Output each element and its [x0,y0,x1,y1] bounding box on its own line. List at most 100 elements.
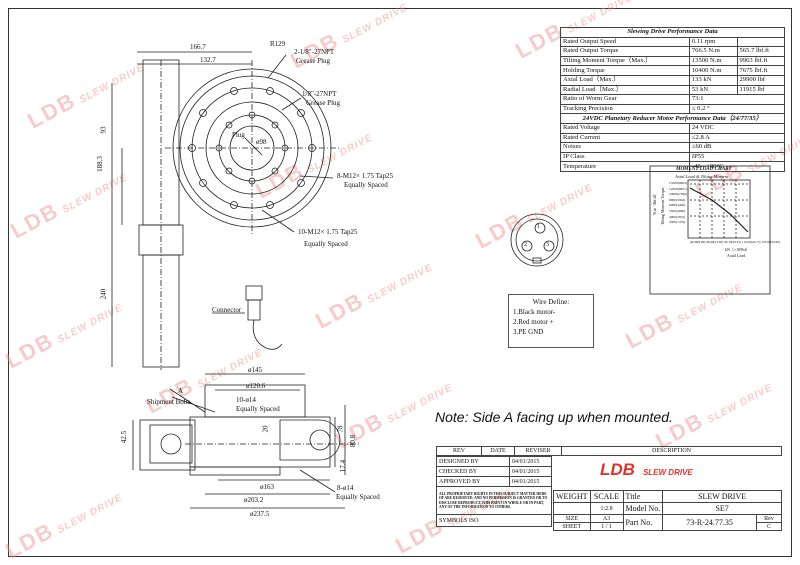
motor-value: 24 VDC [688,122,786,134]
motor-label: Rated Current [560,132,690,144]
x-tick: 66.48(14.95) [706,240,724,244]
y-tick: 13500(9963) [669,181,688,185]
perf-label: Ratio of Worm Gear [560,94,690,105]
perf-value: 766.5 N.m [688,46,738,57]
dim-20: 20 [261,425,270,433]
dim-42-5: 42.5 [120,430,129,444]
perf-value-imperial: 7675 lbf.ft [736,65,786,76]
perf-label: Rated Output Speed [560,36,690,48]
perf-value-imperial: 29900 lbf [736,74,786,86]
dim-93: 93 [99,126,108,134]
perf-title: Slewing Drive Performance Data [560,27,785,38]
label-connector: Connector [212,306,242,314]
label-holes-side1: 10-ø14 [236,396,256,404]
perf-value: 0.11 rpm [688,36,738,48]
dim-80-8: 80.8 [349,434,358,448]
chart-y-sub: Tilting Moment Torque [660,187,665,225]
sheet-value: 1 / 1 [589,522,624,531]
label-holes-8: 8-M12× 1.75 Tap25 [337,172,394,180]
perf-value-imperial: 9963 lbf.ft [736,55,786,67]
size-label: SIZE [553,514,591,523]
dim-166-7: 166.7 [190,43,206,51]
company-logo-tagline: SLEW DRIVE [642,468,693,477]
label-holes-10b: Equally Spaced [304,240,348,248]
title-label: Title [622,490,664,503]
label-holes-8b: Equally Spaced [344,181,388,189]
y-tick: 6000(4428) [669,203,686,208]
date-header: DATE [481,446,515,456]
label-dia98: ø98 [256,138,267,146]
approved-by: APPROVED BY [436,476,510,487]
y-tick: 2000(1476) [669,220,686,225]
designed-by: DESIGNED BY [436,456,510,467]
label-shipment-bolts: Shipment Bolts [147,398,191,406]
label-holes-10: 10-M12× 1.75 Tap25 [298,228,358,236]
size-value: A3 [589,514,624,523]
label-grease-plug-2: 1/8"-27NPT [302,90,337,98]
wire-line: 1.Black motor- [513,308,556,316]
wire-define-box: Wire Define: 1.Black motor- 2.Red motor … [508,294,594,348]
perf-value: 133 kN [688,74,738,86]
y-tick: 10000(7380) [669,192,688,197]
perf-value: 53 kN [688,84,738,96]
label-holes-side1b: Equally Spaced [236,405,280,413]
y-tick: 5500(4060) [669,208,686,213]
dim-240: 240 [99,288,108,300]
label-holes-side2b: Equally Spaced [336,493,380,501]
y-tick: 8000(5904) [669,197,686,202]
drawing-sheet [8,8,792,557]
motor-value: ≤60 dB [688,142,786,153]
x-tick: 133.00(29.90) [761,240,781,244]
description-header: DESCRIPTION [561,446,782,456]
dim-d120: ø120.6 [246,382,266,390]
sheet-label: SHEET [553,522,591,531]
chart-x-ticks: 40.00(8.99) 66.48(14.95) 90.10(20.25) 11… [690,240,780,244]
dim-188-3: 188.3 [95,156,104,172]
perf-label: Radial Load（Max.） [560,84,690,96]
dim-d163: ø163 [260,483,274,491]
perf-label: Tilting Moment Torque（Max.） [560,55,690,67]
title-block-info: WEIGHT SCALE Title SLEW DRIVE 1:2.8 Mode… [553,490,782,531]
title-block-revision: REV DATE REVISER DESCRIPTION [436,446,782,456]
chart-y-label: N.m（lbf.ft） [652,192,657,215]
motor-value: -40 - +80°C [688,161,786,172]
model-value: SE7 [662,502,782,515]
label-plug: Plug [232,131,245,139]
rev-value: C [756,522,782,531]
pin-1: 1 [537,224,540,230]
mounting-note: Note: Side A facing up when mounted. [435,409,673,425]
perf-label: Holding Torque [560,65,690,76]
rev-label: Rev [756,514,782,523]
perf-value-imperial: 11915 lbf [736,84,786,96]
company-logo: LDB [600,460,635,479]
wire-line: 3.PE GND [513,328,544,336]
checked-by: CHECKED BY [436,466,510,477]
chart-subtitle: Axial Load & Tilting Moment [675,174,729,179]
perf-value: 10400 N.m [688,65,738,76]
dim-132-7: 132.7 [200,56,216,64]
title-block-logo: LDB SLEW DRIVE [600,460,693,480]
y-tick: 12000(8857) [669,186,688,191]
checked-date: 04/01/2015 [509,466,552,477]
perf-value: 73:1 [688,94,786,105]
chart-y-ticks: 13500(9963) 12000(8857) 10000(7380) 8000… [669,181,687,226]
dim-17-4: 17.4 [339,459,348,473]
motor-label: Rated Voltage [560,122,690,134]
perf-label: Tracking Precision [560,103,690,115]
model-label: Model No. [622,502,664,515]
x-tick: 40.00(8.99) [690,240,706,244]
label-side-a: A [178,387,184,395]
proprietary-notice: ALL PROPRIETARY RIGHTS IN THIS SUBJECT M… [436,486,552,515]
dim-r129: R129 [270,40,286,48]
pin-2: 2 [524,242,527,248]
rev-header: REV [436,446,482,456]
x-tick: 110.00(24.73) [741,240,761,244]
pin-3: 3 [546,242,549,248]
chart-x-sub: Axial Load [727,253,746,258]
perf-value: ≤ 0.2 ° [688,103,786,115]
scale-value: 1:2.8 [589,502,624,515]
dim-d145: ø145 [248,366,262,374]
motor-label: Temperature [560,161,690,172]
